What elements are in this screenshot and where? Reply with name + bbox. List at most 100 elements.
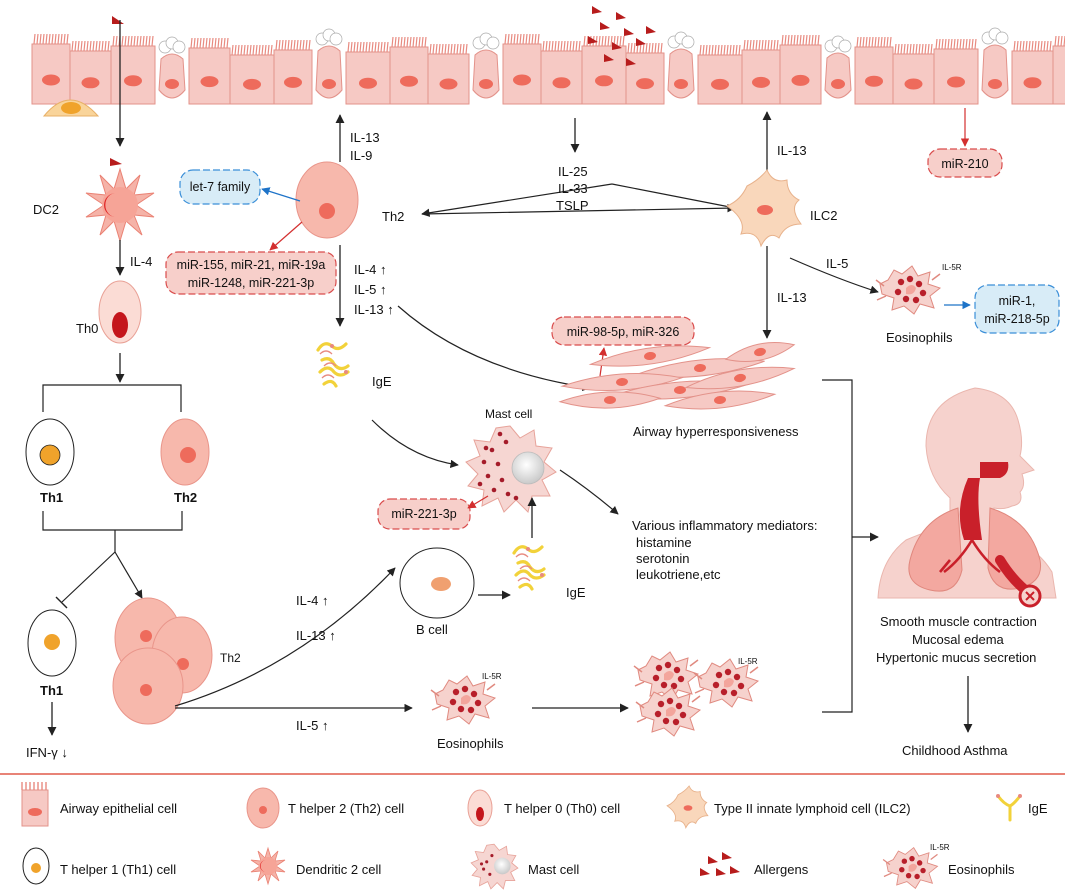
epithelial-cell — [933, 38, 979, 105]
epithelial-cell — [697, 44, 743, 105]
label-eosinophils-low: Eosinophils — [437, 736, 504, 751]
th0-cell — [98, 280, 142, 344]
epithelial-cell — [540, 40, 583, 105]
smooth-muscle-cell — [558, 391, 662, 409]
arrow-mast-to-mediators — [559, 469, 619, 515]
eosinophil-low — [430, 675, 496, 725]
mirna-mir1: miR-1, miR-218-5p — [974, 284, 1060, 334]
label-ige-2: IgE — [566, 585, 586, 600]
allergen-dc2 — [110, 158, 122, 166]
arrow-th2-to-let7 — [261, 187, 301, 202]
bracket-th-merge — [42, 511, 183, 531]
label-il4-left: IL-4 — [130, 254, 152, 269]
label-il13-ilc2: IL-13 — [777, 143, 807, 158]
label-il25: IL-25 — [558, 164, 588, 179]
arrow-to-th2-cluster — [114, 551, 143, 599]
svg-text:miR-155, miR-21, miR-19a: miR-155, miR-21, miR-19a — [177, 258, 326, 272]
legend-ige-icon — [996, 794, 1022, 822]
label-il5r-low: IL-5R — [482, 672, 502, 681]
th2-cell-mid — [160, 418, 210, 486]
bracket-to-lungs — [822, 379, 853, 713]
svg-text:miR-1,: miR-1, — [999, 294, 1036, 308]
mirna-let7: let-7 family — [179, 169, 261, 205]
legend-th1-label: T helper 1 (Th1) cell — [60, 862, 176, 877]
legend-dc2-label: Dendritic 2 cell — [296, 862, 381, 877]
ige-molecule-2 — [512, 545, 546, 591]
smooth-muscle-cell — [663, 390, 777, 410]
label-il5r-cluster: IL-5R — [738, 657, 758, 666]
svg-text:miR-210: miR-210 — [941, 157, 988, 171]
epithelial-cell — [345, 41, 391, 105]
epithelial-cell — [581, 35, 627, 105]
th1-cell-low — [27, 609, 77, 677]
bracket-th0-split — [42, 384, 182, 412]
legend-th2-label: T helper 2 (Th2) cell — [288, 801, 404, 816]
mirna-98: miR-98-5p, miR-326 — [551, 316, 695, 346]
smooth-muscle-cell — [588, 345, 712, 367]
label-mast-cell: Mast cell — [485, 407, 532, 421]
label-il13-bcell: IL-13 ↑ — [296, 628, 336, 643]
goblet-cell — [981, 27, 1009, 99]
legend-th0-label: T helper 0 (Th0) cell — [504, 801, 620, 816]
label-il4-bcell: IL-4 ↑ — [296, 593, 329, 608]
allergen-single — [112, 16, 124, 24]
svg-text:miR-221-3p: miR-221-3p — [391, 507, 456, 521]
label-airway-hyper: Airway hyperresponsiveness — [633, 424, 799, 439]
legend-eos-label: Eosinophils — [948, 862, 1015, 877]
label-il9-up: IL-9 — [350, 148, 372, 163]
epithelial-cell — [1052, 35, 1065, 105]
label-outcome-3: Hypertonic mucus secretion — [876, 650, 1036, 665]
arrow-ilc2-to-eos — [789, 257, 879, 294]
svg-text:let-7 family: let-7 family — [190, 180, 251, 194]
arrow-to-bcell — [174, 567, 396, 707]
smooth-muscle-cell — [724, 342, 796, 362]
label-th0: Th0 — [76, 321, 98, 336]
label-childhood-asthma: Childhood Asthma — [902, 743, 1008, 758]
label-outcome-2: Mucosal edema — [912, 632, 1005, 647]
dc2-cell — [85, 167, 155, 243]
label-outcome-1: Smooth muscle contraction — [880, 614, 1037, 629]
smooth-muscle-cells — [558, 342, 796, 410]
b-cell — [399, 547, 475, 619]
legend-mast-icon — [470, 843, 519, 890]
ilc2-cell — [725, 169, 802, 248]
label-il5-ilc2: IL-5 — [826, 256, 848, 271]
arrow-ige-to-mast — [371, 419, 459, 469]
smooth-muscle-cell — [560, 373, 684, 391]
allergens-cluster — [588, 6, 656, 66]
epithelial-cell — [1011, 40, 1054, 105]
goblet-cell — [824, 35, 852, 99]
arrow-cytokines-to-airway — [397, 305, 591, 392]
epithelial-cell — [229, 44, 275, 105]
epithelial-cell — [625, 42, 665, 105]
ige-molecule-1 — [316, 342, 350, 388]
legend-ilc2-icon — [666, 785, 709, 830]
legend-epithelial-label: Airway epithelial cell — [60, 801, 177, 816]
label-il13-arrow: IL-13 ↑ — [354, 302, 394, 317]
legend-th1-icon — [22, 847, 50, 885]
eosinophil-right — [875, 265, 941, 315]
label-il5-eos: IL-5 ↑ — [296, 718, 329, 733]
epithelial-cell — [69, 40, 112, 105]
label-ifn-gamma: IFN-γ ↓ — [26, 745, 68, 760]
epithelial-cell — [188, 37, 231, 105]
label-il5r-right: IL-5R — [942, 263, 962, 272]
label-il13-down: IL-13 — [777, 290, 807, 305]
th2-cell-cluster — [112, 597, 213, 725]
label-th2-cluster: Th2 — [220, 651, 241, 665]
goblet-cell — [158, 36, 186, 99]
label-il5-arrow: IL-5 ↑ — [354, 282, 387, 297]
legend-ilc2-label: Type II innate lymphoid cell (ILC2) — [714, 801, 911, 816]
mirna-221-mast: miR-221-3p — [377, 498, 471, 530]
legend-th0-icon — [467, 789, 493, 827]
label-b-cell: B cell — [416, 622, 448, 637]
epithelial-cell — [854, 36, 894, 105]
airway-epithelium — [31, 27, 1065, 117]
th1-cell-mid — [25, 418, 75, 486]
label-th1-low: Th1 — [40, 683, 63, 698]
svg-text:miR-218-5p: miR-218-5p — [984, 312, 1049, 326]
arrow-cytokines-to-ilc2 — [421, 203, 736, 215]
legend-eos-icon — [882, 846, 939, 890]
